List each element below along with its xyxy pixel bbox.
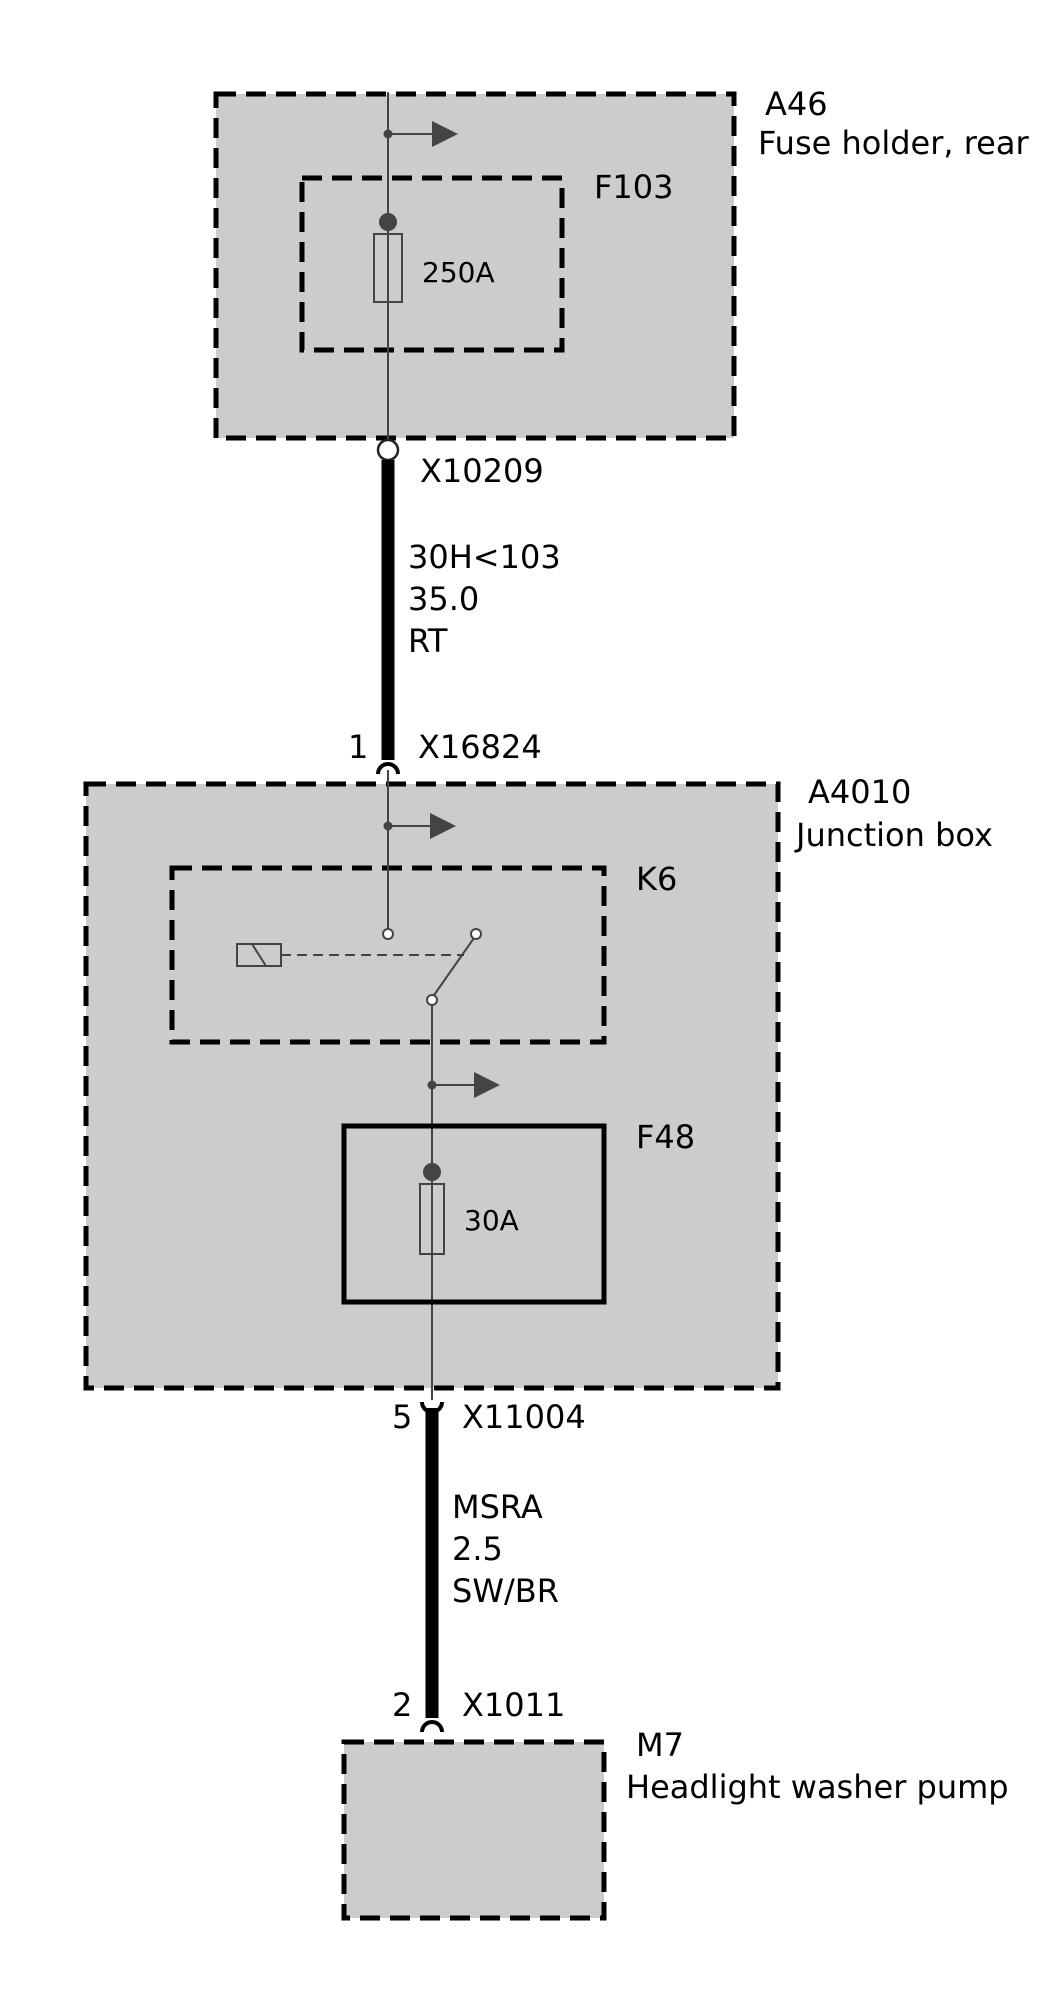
k6-contact-pivot-icon bbox=[426, 994, 438, 1006]
x1011-label: X1011 bbox=[462, 1686, 565, 1724]
wire2-color-label: SW/BR bbox=[452, 1572, 559, 1610]
f48-fuse-node bbox=[423, 1163, 441, 1181]
m7-name-label: Headlight washer pump bbox=[626, 1768, 1009, 1806]
fuse-holder-a46-box bbox=[213, 91, 737, 441]
a46-branch-arrow-icon bbox=[388, 121, 458, 147]
a46-name-label: Fuse holder, rear bbox=[758, 124, 1029, 162]
a4010-id-label: A4010 bbox=[808, 773, 911, 811]
f103-fuse-node bbox=[379, 213, 397, 231]
pump-m7-box bbox=[341, 1739, 607, 1921]
f48-fuse-symbol-icon bbox=[419, 1183, 445, 1255]
wire1-signal-label: 30H<103 bbox=[408, 538, 561, 576]
x1011-connector-icon bbox=[420, 1720, 444, 1733]
wire2-cross-section-label: 2.5 bbox=[452, 1530, 503, 1568]
wire1-color-label: RT bbox=[408, 622, 448, 660]
m7-id-label: M7 bbox=[636, 1726, 684, 1764]
fuse-f48-box bbox=[341, 1123, 607, 1305]
k6-switch-arm bbox=[431, 937, 475, 999]
k6-contact-top-icon bbox=[382, 928, 394, 940]
f103-rating-label: 250A bbox=[422, 256, 495, 289]
x11004-pin-label: 5 bbox=[392, 1398, 412, 1436]
x1011-pin-label: 2 bbox=[392, 1686, 412, 1724]
wire2-signal-label: MSRA bbox=[452, 1488, 543, 1526]
k6-coil-diagonal bbox=[251, 943, 267, 967]
f48-branch-arrow-icon bbox=[432, 1072, 500, 1098]
fuse-f103-box bbox=[299, 175, 565, 353]
x10209-label: X10209 bbox=[420, 452, 544, 490]
f48-rating-label: 30A bbox=[464, 1204, 519, 1237]
x10209-connector-icon bbox=[376, 438, 400, 462]
wire1-cross-section-label: 35.0 bbox=[408, 580, 479, 618]
x16824-pin-label: 1 bbox=[348, 728, 368, 766]
x16824-connector-icon bbox=[376, 762, 400, 775]
f103-fuse-symbol-icon bbox=[373, 233, 403, 303]
x16824-label: X16824 bbox=[418, 728, 542, 766]
k6-contact-right-icon bbox=[470, 928, 482, 940]
a4010-branch-arrow-icon bbox=[388, 813, 456, 839]
f48-id-label: F48 bbox=[636, 1118, 695, 1156]
k6-id-label: K6 bbox=[636, 860, 677, 898]
a4010-name-label: Junction box bbox=[794, 816, 993, 854]
f103-id-label: F103 bbox=[594, 168, 673, 206]
a46-id-label: A46 bbox=[765, 85, 828, 123]
x11004-label: X11004 bbox=[462, 1398, 586, 1436]
